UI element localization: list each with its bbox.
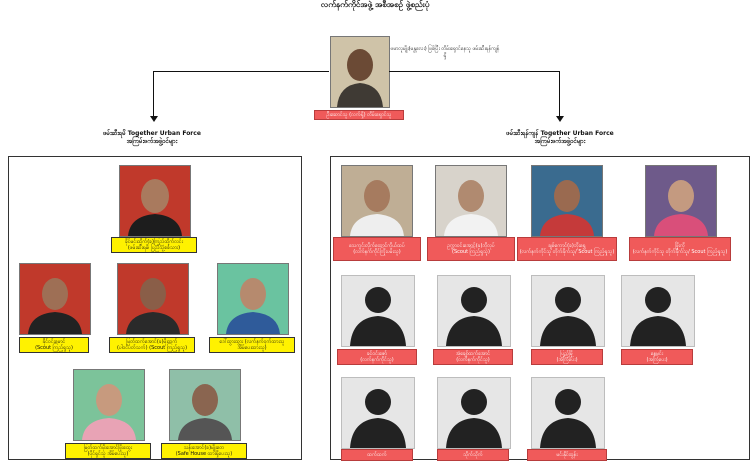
unknown-person-silhouette (437, 275, 511, 347)
member-caption: သေကွင်းလိုက်ထောင်ကိုယ်ထပ် (လက်နက်ကိုင်ကြ… (333, 237, 421, 261)
member-caption: ဥက္ကာဝင်းအောင်(ခ)ဘိုလုပ် (Scout ကြည့်ရှု… (427, 237, 515, 261)
connector-horizontal-right (389, 71, 559, 72)
member-photo (117, 263, 189, 335)
member-caption: မြတ်ထက်အောင်(ခ)မိုးထက် (ပါဝင်ပတ်သက်) (Sc… (109, 337, 195, 353)
person-silhouette-icon (350, 287, 406, 346)
left-group-panel: ခိုင်မင်းထိုက်(ခ)ကြည်ထိုက်လင်း (ဖမ်းဆီးရ… (8, 156, 302, 460)
person-silhouette-icon (540, 287, 596, 346)
unknown-person-silhouette (437, 377, 511, 449)
leader-note: ဗမာလူမျိုး(မန္တလေး) ဖြစ်ပြီး တိမ်းရှောင်… (390, 46, 500, 59)
right-group-panel: သေကွင်းလိုက်ထောင်ကိုယ်ထပ် (လက်နက်ကိုင်ကြ… (330, 156, 750, 461)
member-caption: အံ့ချော်ထက်အောင် (လက်နက်ကိုင်သူ) (433, 349, 513, 365)
member-photo (645, 165, 717, 237)
person-photo-icon (532, 166, 602, 236)
person-silhouette-icon (446, 287, 502, 346)
unknown-person-silhouette (531, 275, 605, 347)
connector-right-down (559, 71, 560, 117)
person-photo-icon (331, 37, 389, 107)
member-caption: ဖြိုးကို (လက်နက်ကိုင်သူ တိုက်ခိုက်သူ/ Sc… (629, 237, 731, 261)
person-photo-icon (170, 370, 240, 440)
person-silhouette-icon (446, 389, 502, 448)
arrow-down-icon (556, 116, 564, 122)
leader-caption: ဦးဆောင်သူ (လက်ရှိ) တိမ်းရှောင်သူ (314, 110, 404, 120)
member-caption: ထက်ထက် (341, 449, 413, 461)
member-photo (435, 165, 507, 237)
left-heading-line2: အကြမ်းဖက်အဖွဲ့ဝင်များ (126, 138, 178, 145)
connector-horizontal (153, 71, 329, 72)
member-photo (169, 369, 241, 441)
right-heading-line2: အကြမ်းဖက်အဖွဲ့ဝင်များ (534, 138, 586, 145)
unknown-person-silhouette (531, 377, 605, 449)
person-silhouette-icon (630, 287, 686, 346)
person-silhouette-icon (350, 389, 406, 448)
member-caption: ဒေါ်ထွားထွား (လက်နက်ဝှက်ထားသူ အိမ်ပေးထား… (209, 337, 295, 353)
person-photo-icon (118, 264, 188, 334)
member-caption: သိုက်သိုက် (437, 449, 509, 461)
connector-left-down (153, 71, 154, 117)
unknown-person-silhouette (621, 275, 695, 347)
member-caption: မြတ်ထက်မိုးအောင်ဖြိုးထွေး (ပိုင်ရှင်သူ အ… (65, 443, 151, 459)
person-photo-icon (218, 264, 288, 334)
member-photo (217, 263, 289, 335)
person-photo-icon (20, 264, 90, 334)
member-caption: ခိုင်မင်းထိုက်(ခ)ကြည်ထိုက်လင်း (ဖမ်းဆီးရ… (111, 237, 197, 253)
member-photo (73, 369, 145, 441)
person-photo-icon (342, 166, 412, 236)
person-photo-icon (74, 370, 144, 440)
member-photo (19, 263, 91, 335)
member-photo (341, 165, 413, 237)
member-caption: နေမင်း (အကြံပေး) (621, 349, 693, 365)
member-caption: ချစ်ကောင်(ခ)ဘိုးရွှေ (လက်နက်ကိုင်သူ တိုက… (517, 237, 617, 261)
page-title: လက်နက်ကိုင်အဖွဲ့ အစီအစဉ် ဖွဲ့စည်းပုံ (320, 0, 430, 9)
unknown-person-silhouette (341, 377, 415, 449)
person-photo-icon (646, 166, 716, 236)
person-photo-icon (436, 166, 506, 236)
member-photo (119, 165, 191, 237)
arrow-down-icon (150, 116, 158, 122)
left-group-heading: ဖမ်းဆီးရမိ Together Urban Force အကြမ်းဖက… (64, 130, 240, 146)
member-caption: ခိုင်ဝင်းမောင် (Scout ကြည့်ရှုသူ) (19, 337, 89, 353)
member-caption: ခင်ဝင်းဇော် (လက်နက်ကိုင်သူ) (337, 349, 417, 365)
right-group-heading: ဖမ်းဆီးရန်ကျန် Together Urban Force အကြမ… (470, 130, 650, 146)
person-silhouette-icon (540, 389, 596, 448)
right-heading-line1: ဖမ်းဆီးရန်ကျန် Together Urban Force (506, 130, 614, 137)
member-caption: ပြည်မြို့ (အကြံပေး) (531, 349, 603, 365)
member-photo (531, 165, 603, 237)
person-photo-icon (120, 166, 190, 236)
unknown-person-silhouette (341, 275, 415, 347)
member-caption: သန်းအောင်(ခ)မျိုးတေ (Safe House ထားရှိပေ… (161, 443, 247, 459)
member-caption: မင်းနိုင်ထွန်း (527, 449, 607, 461)
left-heading-line1: ဖမ်းဆီးရမိ Together Urban Force (103, 130, 201, 137)
leader-photo (330, 36, 390, 108)
